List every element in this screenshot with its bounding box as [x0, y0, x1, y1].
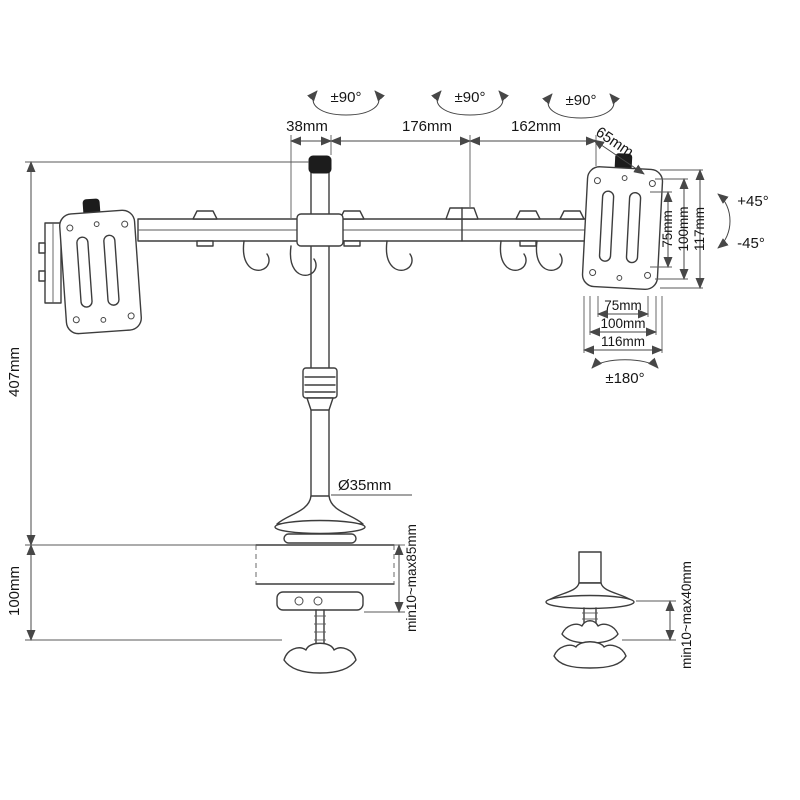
left-vesa-assembly — [38, 198, 142, 335]
label-tilt-up: +45° — [737, 193, 768, 210]
center-pole — [302, 155, 338, 504]
arm-assembly — [137, 207, 591, 276]
bolt-hole — [313, 596, 323, 606]
label-clamp-range: min10~max85mm — [404, 524, 419, 632]
grommet-washer — [561, 620, 619, 644]
label-plate-w116: 116mm — [601, 334, 645, 349]
pole-height-collar — [302, 367, 338, 399]
label-dim-65: 65mm — [592, 124, 636, 161]
right-vesa-assembly — [581, 153, 664, 290]
screw-hole — [100, 316, 107, 323]
rotate-arrow — [307, 90, 385, 116]
label-vesa-v75: 75mm — [660, 210, 675, 248]
screw-hole — [616, 275, 623, 281]
label-tilt-down: -45° — [737, 235, 765, 252]
vesa-slot — [625, 191, 642, 264]
label-rot-swivel: ±180° — [605, 370, 644, 387]
pole-top-cap — [308, 155, 332, 174]
arm-joint — [192, 210, 218, 220]
clamp-range-dimension: min10~max85mm — [364, 524, 419, 632]
screw-hole — [593, 177, 601, 185]
cable-clip — [242, 240, 270, 271]
swivel-arrow — [591, 357, 659, 369]
desk-clamp — [255, 495, 395, 674]
left-vesa-plate — [59, 198, 142, 335]
arm-joint — [559, 210, 585, 220]
collar-taper — [306, 397, 334, 411]
grommet-range-dimension: min10~max40mm — [622, 561, 694, 669]
base-cone — [276, 495, 364, 525]
base-disc — [274, 519, 366, 535]
label-grommet-range: min10~max40mm — [679, 561, 694, 669]
rotation-annotations: ±90° ±90° ±90° ±180° +45° -45° — [307, 89, 769, 387]
vesa-plate — [581, 166, 664, 290]
label-vesa-h100: 100mm — [600, 316, 645, 331]
arm-joint — [339, 210, 365, 220]
vesa-slot — [103, 234, 120, 306]
clamp-bracket — [276, 591, 364, 611]
label-vesa-h75: 75mm — [604, 298, 642, 313]
clamp-star-knob — [283, 642, 357, 674]
screw-hole — [644, 271, 652, 279]
pole-diameter-callout: Ø35mm — [331, 477, 412, 496]
label-plate-h117: 117mm — [692, 207, 707, 251]
label-rot-arm-left: ±90° — [331, 89, 362, 106]
label-clamp-height: 100mm — [6, 566, 23, 616]
screw-hole — [127, 312, 135, 320]
vesa-slot — [76, 236, 93, 308]
cable-clip — [535, 240, 563, 271]
screw-hole — [589, 269, 597, 277]
label-dim-38: 38mm — [286, 118, 328, 135]
pole-arm-collar — [296, 213, 344, 247]
screw-hole — [66, 224, 74, 232]
tilt-arrow — [717, 193, 731, 249]
screw-hole — [72, 316, 80, 324]
vesa-plate — [59, 209, 142, 335]
label-vesa-v100: 100mm — [676, 206, 691, 251]
screw-hole — [121, 220, 129, 228]
arm-joint — [515, 210, 541, 220]
right-vesa-plate — [581, 153, 664, 290]
dim-line-65 — [593, 139, 645, 175]
left-dimensions: 407mm 100mm — [6, 161, 309, 641]
screw-hole — [621, 175, 628, 181]
grommet-pole-stub — [578, 551, 602, 584]
label-pole-diameter: Ø35mm — [338, 477, 391, 494]
cable-clip — [499, 240, 527, 271]
rotate-arrow — [542, 93, 620, 119]
screw-hole — [93, 221, 100, 228]
cable-clip — [385, 240, 413, 271]
label-dim-176: 176mm — [402, 118, 452, 135]
label-rot-arm-right: ±90° — [566, 92, 597, 109]
label-rot-arm-mid: ±90° — [455, 89, 486, 106]
label-pole-height: 407mm — [6, 347, 23, 397]
vesa-dimensions: 75mm 100mm 117mm 75mm 100mm 116mm — [583, 169, 707, 355]
rotate-arrow — [431, 90, 509, 116]
grommet-mount — [545, 551, 635, 669]
grommet-star-knob — [553, 641, 627, 669]
screw-hole — [648, 180, 656, 188]
vesa-slot — [598, 190, 615, 262]
label-dim-162: 162mm — [511, 118, 561, 135]
grommet-disc — [545, 594, 635, 610]
clamp-top-plate — [283, 533, 357, 544]
bolt-hole — [294, 596, 304, 606]
cable-clip — [289, 245, 317, 276]
